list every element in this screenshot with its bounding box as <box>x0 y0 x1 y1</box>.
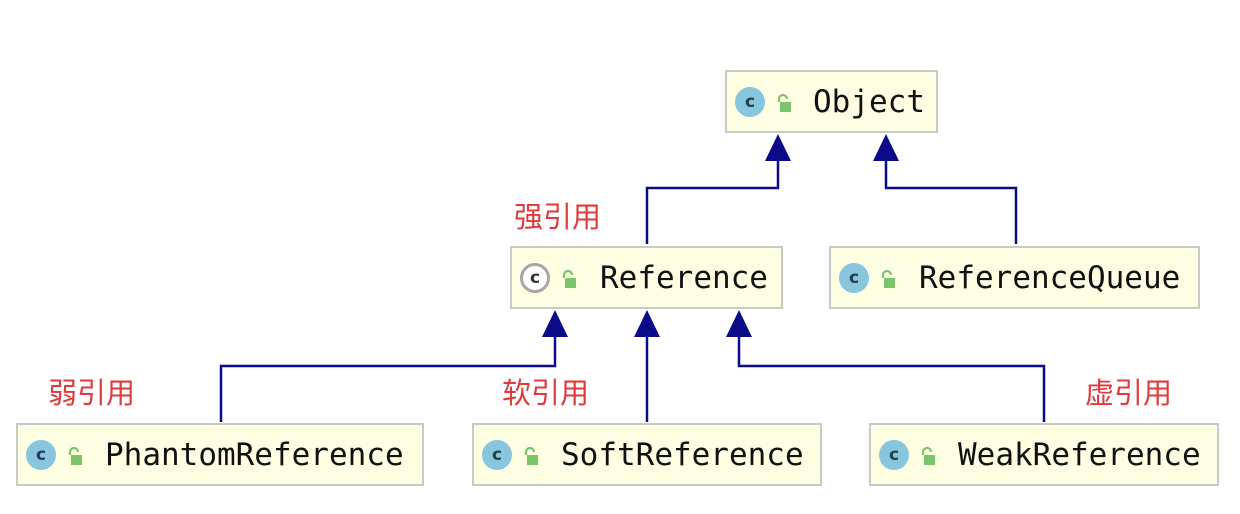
annotation-soft-reference: 软引用 <box>502 376 590 410</box>
class-name-softreference: SoftReference <box>561 437 804 473</box>
class-icon: c <box>839 263 869 293</box>
annotation-strong-reference: 强引用 <box>514 200 602 234</box>
class-node-weakreference[interactable]: c WeakReference <box>869 423 1219 486</box>
class-node-referencequeue[interactable]: c ReferenceQueue <box>829 246 1200 309</box>
class-icon: c <box>26 440 56 470</box>
class-icon: c <box>879 440 909 470</box>
public-lock-icon <box>777 94 791 112</box>
public-lock-icon <box>881 270 895 288</box>
class-node-softreference[interactable]: c SoftReference <box>472 423 822 486</box>
class-node-object[interactable]: c Object <box>725 70 938 133</box>
edge-weakreference-to-reference <box>737 336 1046 422</box>
public-lock-icon <box>921 447 935 465</box>
class-node-phantomreference[interactable]: c PhantomReference <box>16 423 424 486</box>
public-lock-icon <box>562 270 576 288</box>
edge-referencequeue-to-object <box>884 160 1018 244</box>
inheritance-arrow-head <box>726 310 752 337</box>
abstract-class-icon: c <box>520 263 550 293</box>
inheritance-arrow-head <box>634 310 660 337</box>
annotation-phantom-reference: 虚引用 <box>1085 376 1173 410</box>
public-lock-icon <box>524 447 538 465</box>
public-lock-icon <box>68 447 82 465</box>
inheritance-arrow-head <box>765 134 791 161</box>
inheritance-arrow-head <box>873 134 899 161</box>
class-name-phantomreference: PhantomReference <box>105 437 404 473</box>
class-name-reference: Reference <box>600 260 768 296</box>
edge-reference-to-object <box>645 160 780 244</box>
class-name-object: Object <box>813 84 925 120</box>
annotation-weak-reference: 弱引用 <box>48 376 136 410</box>
class-node-reference[interactable]: c Reference <box>510 246 783 309</box>
edge-phantomreference-to-reference <box>219 336 557 422</box>
class-name-weakreference: WeakReference <box>958 437 1201 473</box>
inheritance-arrow-head <box>542 310 568 337</box>
class-icon: c <box>482 440 512 470</box>
class-icon: c <box>735 87 765 117</box>
class-name-referencequeue: ReferenceQueue <box>919 260 1181 296</box>
